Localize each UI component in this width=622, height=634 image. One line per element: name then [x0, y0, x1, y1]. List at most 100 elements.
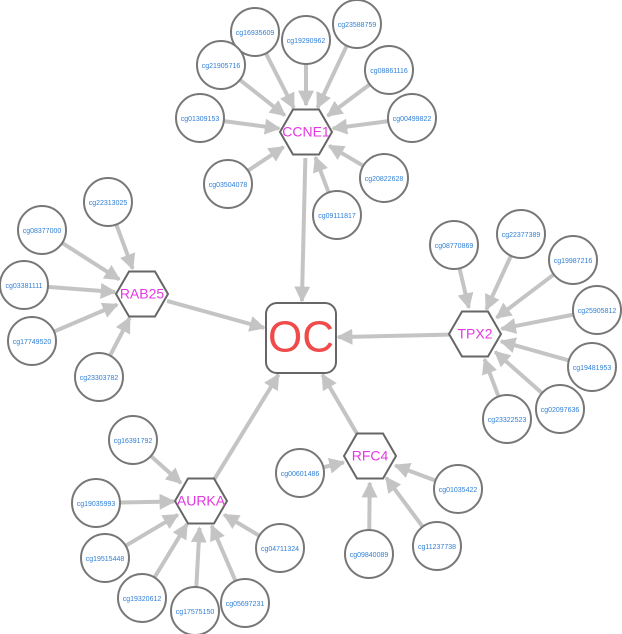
- gene-label: RAB25: [120, 286, 165, 302]
- cpg-circle: [17, 205, 67, 255]
- cpg-node: cg03381111: [0, 260, 49, 310]
- cpg-label: cg11237738: [418, 544, 456, 551]
- cpg-label: cg05697231: [226, 601, 265, 608]
- edge-rab25-to-oc: [166, 299, 266, 332]
- edge-cg08377000-to-rab25: [61, 241, 121, 282]
- edges-layer: [47, 44, 574, 588]
- edge-cg03381111-to-rab25: [47, 282, 117, 299]
- cpg-circle: [117, 573, 167, 623]
- cpg-node: cg25905812: [572, 285, 622, 335]
- cpg-label: cg01035422: [439, 487, 478, 494]
- cpg-circle: [387, 93, 437, 143]
- cpg-label: cg00601486: [281, 471, 320, 478]
- edge-cg00601486-to-rfc4: [322, 457, 346, 474]
- cpg-node: cg16391792: [108, 415, 158, 465]
- cpg-node: cg04711324: [255, 523, 305, 573]
- cpg-circle: [80, 533, 130, 583]
- cpg-circle: [255, 523, 305, 573]
- gene-node-aurka: AURKA: [173, 477, 229, 525]
- edge-cg22313025-to-rab25: [114, 223, 136, 271]
- cpg-label: cg17575150: [176, 609, 215, 616]
- cpg-node: cg08377000: [17, 205, 67, 255]
- gene-label: TPX2: [457, 326, 492, 342]
- edge-cg19481953-to-tpx2: [499, 337, 570, 363]
- cpg-label: cg04711324: [261, 546, 299, 553]
- cpg-node: cg19035993: [71, 478, 121, 528]
- cpg-label: cg22377389: [502, 232, 541, 239]
- edge-cg08861116-to-ccne1: [326, 82, 371, 118]
- cpg-label: cg16391792: [114, 438, 153, 445]
- cpg-label: cg08861116: [370, 68, 408, 75]
- cpg-circle: [429, 220, 479, 270]
- edge-cg05697231-to-aurka: [209, 524, 238, 582]
- cpg-circle: [548, 235, 598, 285]
- cpg-node: cg05697231: [220, 578, 270, 628]
- cpg-circle: [230, 7, 280, 57]
- cpg-label: cg19481953: [573, 365, 612, 372]
- cpg-label: cg23303782: [80, 375, 119, 382]
- cpg-label: cg09840089: [350, 552, 389, 559]
- edge-cg19320612-to-aurka: [152, 522, 189, 579]
- cpg-circle: [572, 285, 622, 335]
- cpg-label: cg08770869: [435, 243, 474, 250]
- cpg-circle: [535, 384, 585, 434]
- cpg-circle: [482, 394, 532, 444]
- cpg-label: cg23322523: [488, 417, 527, 424]
- edge-cg23588759-to-ccne1: [315, 44, 349, 110]
- cpg-node: cg00499822: [387, 93, 437, 143]
- cpg-node: cg19987216: [548, 235, 598, 285]
- cpg-circle: [344, 529, 394, 579]
- cpg-circle: [220, 578, 270, 628]
- gene-node-rfc4: RFC4: [342, 432, 398, 480]
- cpg-node: cg03504078: [203, 159, 253, 209]
- cpg-circle: [74, 352, 124, 402]
- edge-cg03504078-to-ccne1: [246, 145, 285, 173]
- cpg-label: cg03504078: [209, 182, 248, 189]
- edge-cg21905716-to-ccne1: [238, 78, 287, 117]
- edge-cg19035993-to-aurka: [119, 493, 176, 510]
- cpg-node: cg08861116: [364, 45, 414, 95]
- edge-cg19987216-to-tpx2: [495, 272, 556, 320]
- edge-cg01035422-to-rfc4: [393, 463, 437, 483]
- cpg-node: cg11237738: [412, 521, 462, 571]
- cpg-label: cg16935609: [236, 30, 275, 37]
- cpg-node: cg17575150: [170, 586, 220, 634]
- gene-label: CCNE1: [282, 124, 330, 140]
- cpg-node: cg23322523: [482, 394, 532, 444]
- cpg-node: cg19290962: [281, 15, 331, 65]
- edge-cg02097636-to-tpx2: [493, 350, 544, 395]
- cpg-node: cg21905716: [196, 40, 246, 90]
- gene-hexagon: [173, 477, 229, 525]
- cpg-label: cg21905716: [202, 63, 241, 70]
- cpg-circle: [7, 316, 57, 366]
- edge-ccne1-to-oc: [294, 157, 311, 303]
- cpg-node: cg17749520: [7, 316, 57, 366]
- cpg-circle: [71, 478, 121, 528]
- cpg-label: cg20822628: [365, 176, 404, 183]
- cpg-label: cg19320612: [123, 596, 162, 603]
- cpg-circle: [364, 45, 414, 95]
- cpg-node: cg23588759: [332, 0, 382, 49]
- oc-label: OC: [268, 313, 334, 362]
- cpg-node: cg23303782: [74, 352, 124, 402]
- edge-cg00499822-to-ccne1: [331, 118, 389, 135]
- cpg-label: cg02097636: [541, 407, 580, 414]
- edge-cg01309153-to-ccne1: [223, 118, 281, 135]
- cpg-label: cg00499822: [393, 116, 432, 123]
- gene-hexagon: [342, 432, 398, 480]
- cpg-label: cg19515448: [86, 556, 125, 563]
- cpg-circle: [175, 93, 225, 143]
- cpg-node: cg19515448: [80, 533, 130, 583]
- edge-cg23303782-to-rab25: [108, 316, 132, 357]
- cpg-label: cg25905812: [578, 308, 617, 315]
- cpg-label: cg01309153: [181, 116, 220, 123]
- gene-node-tpx2: TPX2: [447, 310, 503, 358]
- cpg-circle: [567, 342, 617, 392]
- gene-hexagon: [114, 270, 170, 318]
- cpg-label: cg19035993: [77, 501, 116, 508]
- edge-rfc4-to-oc: [320, 373, 359, 435]
- edge-tpx2-to-oc: [336, 328, 450, 345]
- gene-label: AURKA: [177, 493, 226, 509]
- edge-cg25905812-to-tpx2: [499, 312, 574, 334]
